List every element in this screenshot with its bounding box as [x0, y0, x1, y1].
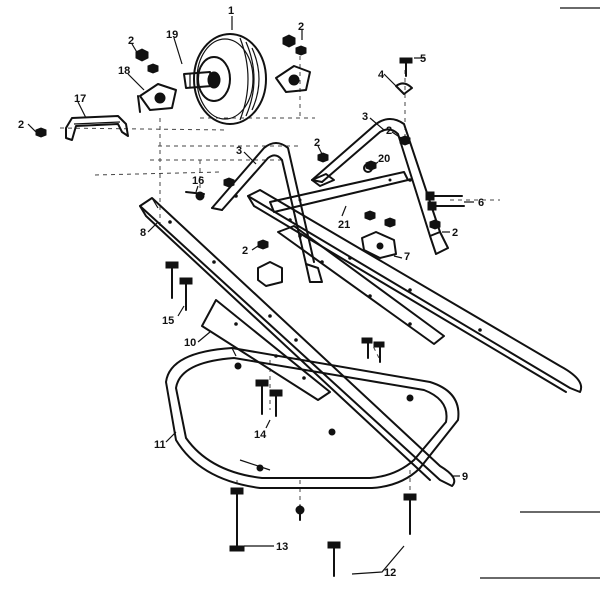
callout-13: 13 — [276, 541, 288, 553]
leg-brace-left — [211, 142, 323, 283]
cross-brace — [269, 171, 409, 213]
bolt-small — [399, 57, 413, 77]
scan-marks — [480, 7, 600, 579]
bolts-13 — [229, 487, 305, 552]
leader-lines — [27, 16, 474, 575]
brace-clips — [257, 173, 335, 287]
handle-right — [247, 189, 582, 393]
callout-14: 14 — [254, 429, 267, 441]
bolts-15 — [165, 261, 193, 311]
callout-21: 21 — [338, 219, 350, 231]
callout-2g: 2 — [242, 245, 248, 257]
center-rail — [277, 225, 445, 345]
leg-bracket — [361, 231, 397, 259]
callout-2e: 2 — [314, 137, 320, 149]
callout-11: 11 — [154, 439, 166, 451]
spring-clip — [395, 82, 413, 95]
callout-8: 8 — [140, 227, 146, 239]
assembly-guide-lines — [59, 48, 500, 540]
callout-20: 20 — [378, 153, 390, 165]
bolt-16 — [185, 191, 205, 201]
tray — [165, 347, 460, 489]
axle-brace-bracket — [65, 115, 129, 141]
callout-18: 18 — [118, 65, 130, 77]
callout-12: 12 — [384, 567, 396, 579]
callout-5: 5 — [420, 53, 426, 65]
callout-17: 17 — [74, 93, 86, 105]
callout-3a: 3 — [236, 145, 242, 157]
hex-nuts — [35, 34, 441, 250]
wheel-tire — [183, 33, 267, 125]
bolts-14 — [255, 337, 385, 417]
callout-2d: 2 — [386, 125, 392, 137]
callout-2f: 2 — [452, 227, 458, 239]
callout-9: 9 — [462, 471, 468, 483]
callout-6: 6 — [478, 197, 484, 209]
callout-16: 16 — [192, 175, 204, 187]
handle-left — [139, 197, 456, 487]
callout-4: 4 — [378, 69, 385, 81]
callout-2c: 2 — [18, 119, 24, 131]
callout-7: 7 — [404, 251, 410, 263]
leg-brace-right — [311, 118, 449, 255]
callout-15: 15 — [162, 315, 174, 327]
lock-nut — [363, 163, 373, 173]
callout-3b: 3 — [362, 111, 368, 123]
callout-1: 1 — [228, 5, 234, 17]
callout-labels: 1 19 2 2 18 17 2 4 5 3 2 3 2 20 16 6 2 8… — [18, 5, 484, 579]
bearing-bracket-right — [275, 65, 311, 93]
bolts-12 — [327, 493, 417, 577]
callout-2a: 2 — [128, 35, 134, 47]
callout-2b: 2 — [298, 21, 304, 33]
bearing-bracket-left — [137, 83, 177, 113]
callout-19: 19 — [166, 29, 178, 41]
callout-10: 10 — [184, 337, 196, 349]
carriage-bolts-right — [425, 191, 465, 211]
